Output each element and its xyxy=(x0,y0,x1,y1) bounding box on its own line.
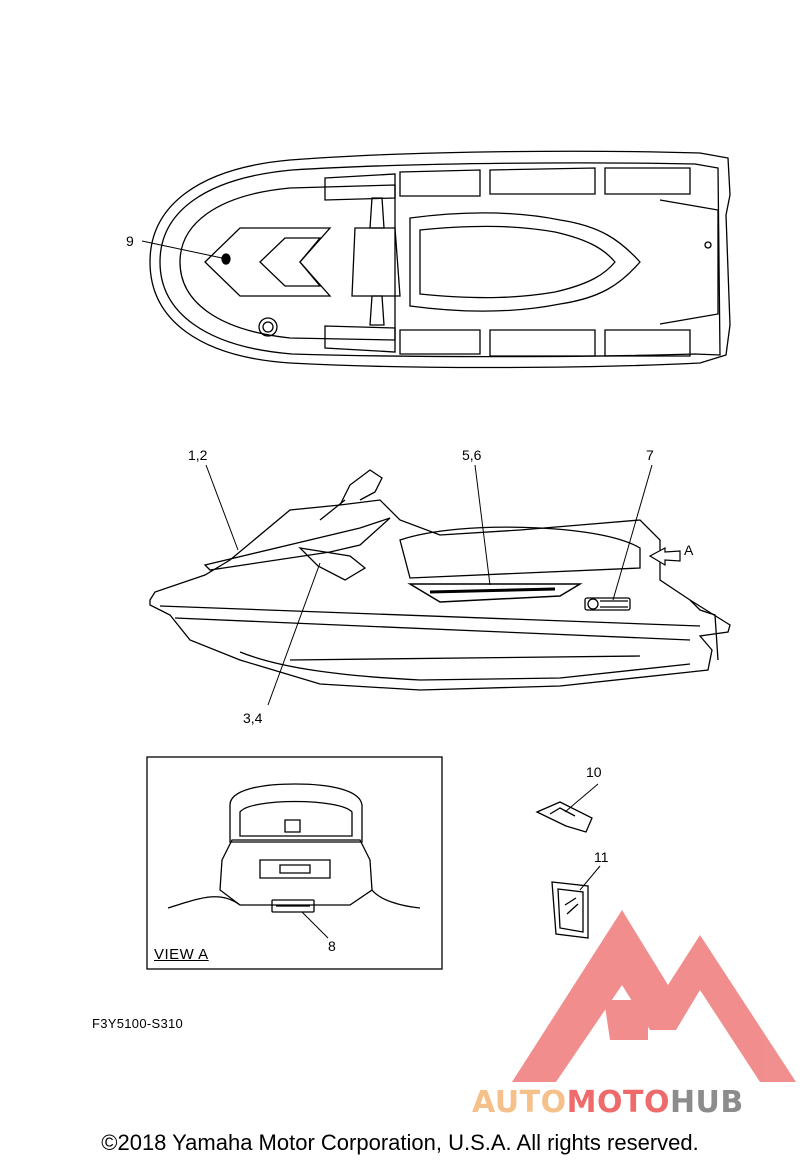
callout-a: A xyxy=(684,542,694,558)
view-a-frame xyxy=(146,756,443,970)
leader-10 xyxy=(564,783,599,813)
figure-code: F3Y5100-S310 xyxy=(92,1016,184,1031)
side-view-watercraft xyxy=(149,469,731,691)
part-10-label xyxy=(535,801,593,833)
leader-7 xyxy=(612,464,653,601)
leader-11 xyxy=(579,865,601,891)
leader-9 xyxy=(141,240,223,259)
callout-7: 7 xyxy=(646,447,654,463)
copyright-notice: ©2018 Yamaha Motor Corporation, U.S.A. A… xyxy=(101,1130,699,1155)
leader-5-6 xyxy=(474,464,491,586)
callout-11: 11 xyxy=(594,849,609,865)
view-a-arrow xyxy=(648,547,681,567)
top-view-watercraft xyxy=(149,150,731,369)
automotohub-logo-mark xyxy=(512,910,796,1082)
leader-3-4 xyxy=(267,562,321,706)
part-11-card xyxy=(551,881,589,939)
logo-hub: HUB xyxy=(669,1085,744,1120)
logo-moto: MOTO xyxy=(566,1085,670,1120)
automotohub-logo-text: AUTOMOTOHUB xyxy=(472,1085,744,1120)
rear-view-watercraft xyxy=(167,783,421,913)
logo-auto: AUTO xyxy=(472,1085,567,1120)
callout-1-2: 1,2 xyxy=(188,447,208,463)
callout-9: 9 xyxy=(126,233,134,249)
callout-5-6: 5,6 xyxy=(462,447,482,463)
callout-10: 10 xyxy=(586,764,602,780)
callout-3-4: 3,4 xyxy=(243,710,263,726)
callout-8: 8 xyxy=(328,938,336,954)
view-a-label: VIEW A xyxy=(154,946,209,963)
leader-1-2 xyxy=(205,464,239,551)
leader-8 xyxy=(301,911,329,939)
